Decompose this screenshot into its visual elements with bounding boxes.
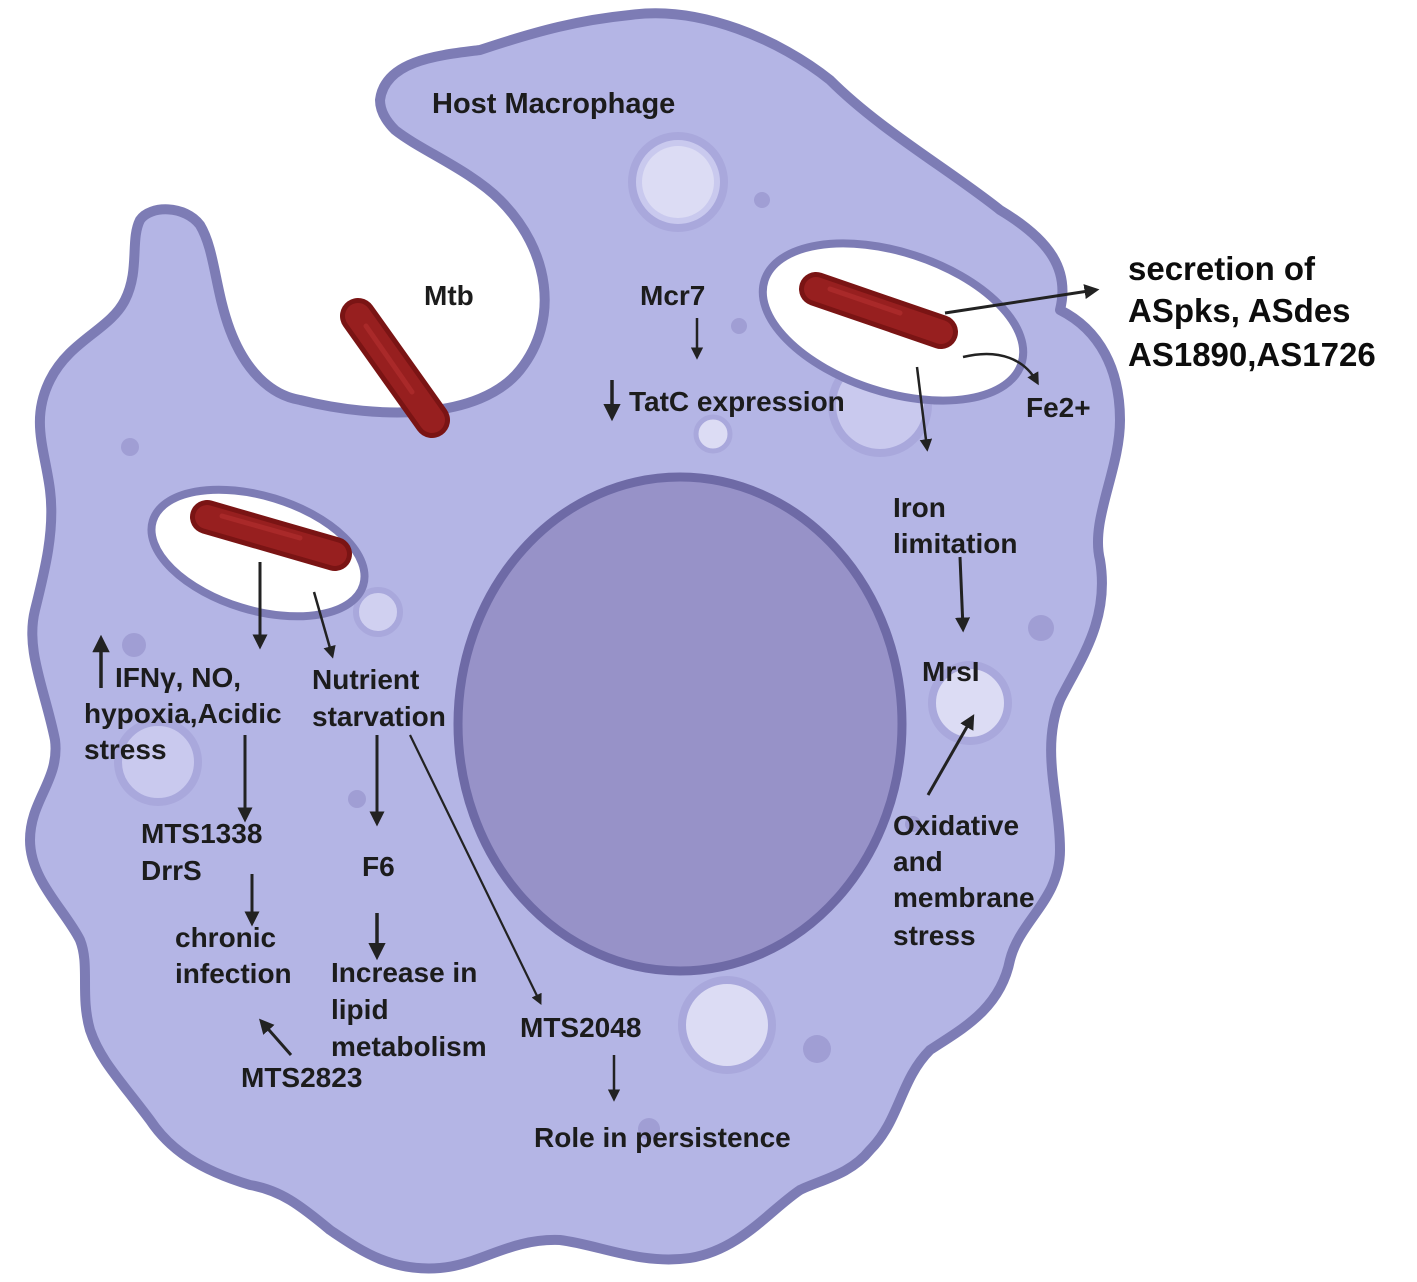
label-f6: F6: [362, 851, 395, 882]
nucleus: [453, 472, 907, 976]
label-mrsi: MrsI: [922, 656, 980, 687]
label-secretion-1: secretion of: [1128, 250, 1316, 287]
label-secretion-2: ASpks, ASdes: [1128, 292, 1351, 329]
label-ifn-1: IFNγ, NO,: [115, 662, 242, 693]
label-tatc: TatC expression: [629, 386, 845, 417]
label-mts1338-2: DrrS: [141, 855, 202, 886]
label-mtb: Mtb: [424, 280, 474, 311]
label-nutrient-2: starvation: [312, 701, 446, 732]
title-host-macrophage: Host Macrophage: [432, 88, 676, 120]
mtb-bacterium-left: [190, 500, 352, 571]
label-iron-1: Iron: [893, 492, 946, 523]
cytoplasm-vesicles: [114, 132, 1054, 1140]
arrow-fe: [962, 352, 1039, 386]
label-oxidative-2: and: [893, 846, 943, 877]
label-lipid-1: Increase in: [331, 957, 478, 988]
label-lipid-2: lipid: [331, 994, 389, 1025]
label-chronic-1: chronic: [175, 922, 277, 953]
mtb-bacterium-right: [799, 272, 958, 349]
label-secretion-3: AS1890,AS1726: [1128, 336, 1376, 373]
label-lipid-3: metabolism: [331, 1031, 487, 1062]
label-oxidative-3: membrane: [893, 882, 1035, 913]
label-mcr7: Mcr7: [640, 280, 706, 311]
arrow-secretion: [944, 284, 1100, 315]
arrow-mts2823-chronic: [259, 1018, 293, 1056]
label-fe: Fe2+: [1026, 392, 1091, 423]
label-mts2048: MTS2048: [520, 1012, 642, 1043]
arrow-iron: [915, 366, 933, 452]
arrow-vacuole-nutrient: [312, 591, 336, 659]
label-ifn-3: stress: [84, 734, 167, 765]
label-oxidative-1: Oxidative: [893, 810, 1020, 841]
arrow-iron-mrsi: [955, 556, 971, 633]
label-persistence: Role in persistence: [534, 1122, 791, 1153]
mtb-bacterium-top: [340, 298, 450, 438]
label-iron-2: limitation: [893, 528, 1018, 559]
label-chronic-2: infection: [175, 958, 292, 989]
label-ifn-2: hypoxia,Acidic: [84, 698, 282, 729]
arrows: [92, 284, 1100, 1102]
arrow-nutrient-mts2048: [409, 734, 542, 1005]
label-oxidative-4: stress: [893, 920, 976, 951]
arrow-oxidative-mrsi: [926, 714, 975, 796]
label-mts1338-1: MTS1338: [141, 818, 263, 849]
label-nutrient-1: Nutrient: [312, 664, 420, 695]
label-mts2823: MTS2823: [241, 1062, 363, 1093]
